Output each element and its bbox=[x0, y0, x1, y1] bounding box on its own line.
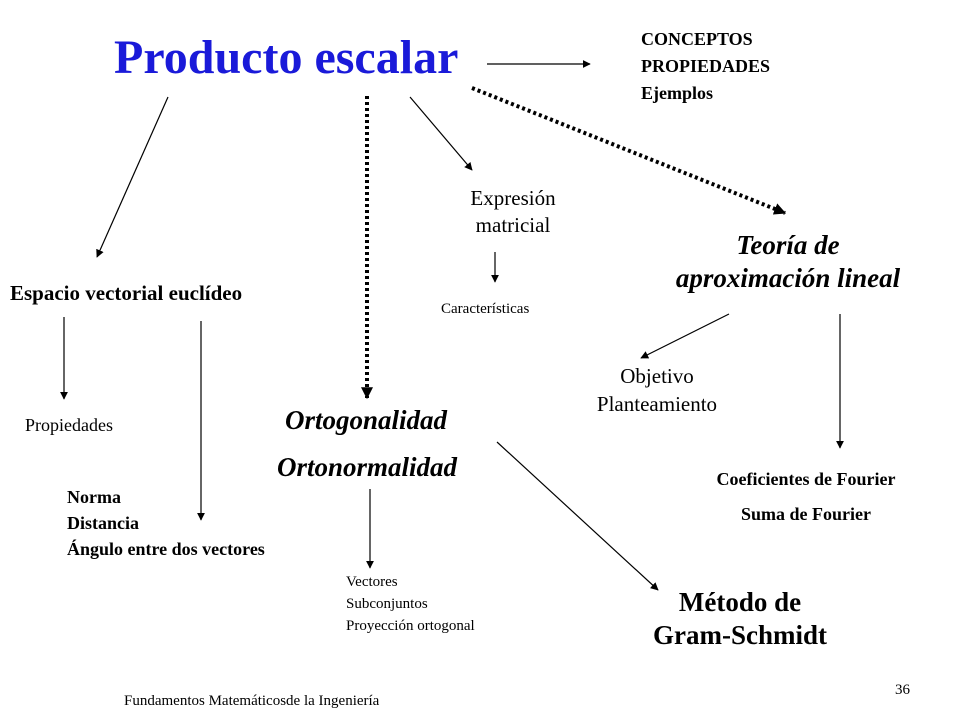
orthogonality-item: Proyección ortogonal bbox=[346, 618, 475, 634]
approximation-theory-node: Teoría de aproximación lineal bbox=[650, 229, 926, 295]
properties-node: Propiedades bbox=[25, 415, 113, 435]
measure-item: Ángulo entre dos vectores bbox=[67, 539, 265, 559]
measure-item: Norma bbox=[67, 487, 121, 507]
orthogonality-item: Vectores bbox=[346, 574, 398, 590]
arrow-approximation-to-objective bbox=[640, 313, 730, 359]
concepts-list: CONCEPTOS PROPIEDADES Ejemplos bbox=[641, 26, 770, 107]
arrow-title-to-euclidean bbox=[96, 96, 169, 258]
orthogonality-node: Ortogonalidad bbox=[285, 405, 448, 435]
page-title: Producto escalar bbox=[114, 31, 459, 84]
measures-node: Norma Distancia Ángulo entre dos vectore… bbox=[67, 484, 265, 562]
objective-line: Objetivo bbox=[620, 364, 694, 388]
arrow-orthogonality-to-gram-schmidt bbox=[496, 441, 659, 591]
footer-text: Fundamentos Matemáticosde la Ingeniería bbox=[124, 693, 380, 709]
arrow-title-to-matrix bbox=[409, 96, 473, 171]
features-node: Características bbox=[441, 301, 530, 317]
concepts-item: CONCEPTOS bbox=[641, 29, 753, 49]
objective-line: Planteamiento bbox=[596, 392, 718, 416]
gram-schmidt-line: Gram-Schmidt bbox=[653, 620, 827, 650]
gram-schmidt-node: Método de Gram-Schmidt bbox=[630, 586, 850, 652]
orthonormality-node: Ortonormalidad bbox=[277, 452, 458, 482]
fourier-line: Suma de Fourier bbox=[741, 504, 871, 524]
matrix-label-line: matricial bbox=[475, 213, 551, 237]
approximation-label-line: Teoría de bbox=[736, 230, 840, 260]
measure-item: Distancia bbox=[67, 513, 139, 533]
matrix-expression-node: Expresión matricial bbox=[448, 185, 578, 239]
euclidean-space-node: Espacio vectorial euclídeo bbox=[10, 281, 243, 305]
gram-schmidt-line: Método de bbox=[678, 587, 802, 617]
fourier-line: Coeficientes de Fourier bbox=[716, 469, 896, 489]
fourier-node: Coeficientes de Fourier Suma de Fourier bbox=[670, 462, 942, 532]
arrow-title-to-approximation bbox=[471, 86, 787, 215]
orthogonality-items-node: Vectores Subconjuntos Proyección ortogon… bbox=[346, 571, 475, 637]
concepts-item: PROPIEDADES bbox=[641, 56, 771, 76]
orthogonality-item: Subconjuntos bbox=[346, 596, 428, 612]
page-number: 36 bbox=[895, 682, 910, 698]
approximation-label-line: aproximación lineal bbox=[675, 263, 901, 293]
matrix-label-line: Expresión bbox=[470, 186, 556, 210]
concepts-item: Ejemplos bbox=[641, 83, 713, 103]
objective-node: Objetivo Planteamiento bbox=[567, 362, 747, 418]
